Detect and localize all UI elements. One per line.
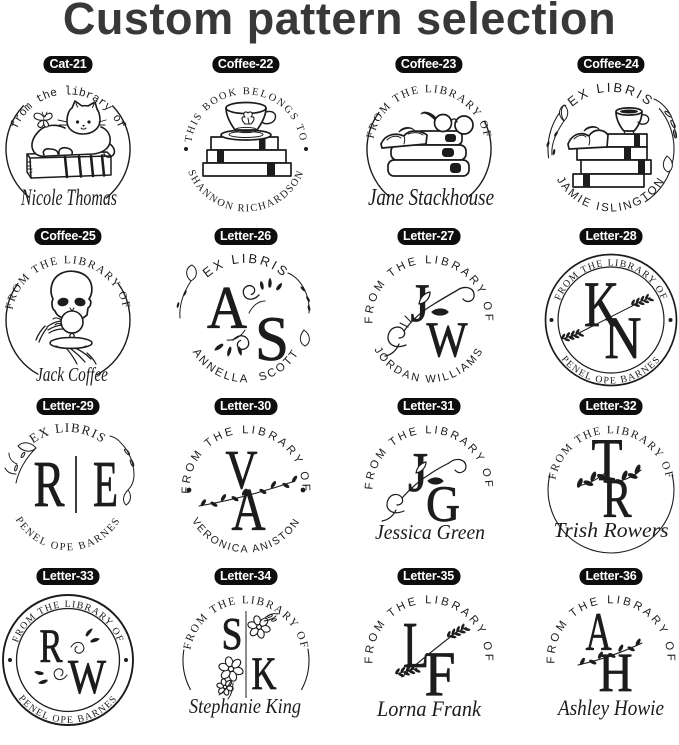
svg-text:S: S [255,303,289,374]
svg-text:EX LIBRIS: EX LIBRIS [565,80,658,110]
svg-text:Lorna Frank: Lorna Frank [376,696,482,721]
svg-text:Jessica Green: Jessica Green [375,520,485,544]
svg-text:FROM THE LIBRARY OF: FROM THE LIBRARY OF [10,599,125,644]
svg-text:Jane Stackhouse: Jane Stackhouse [368,185,494,211]
svg-text:W: W [68,649,107,704]
svg-text:K: K [251,648,276,700]
svg-text:Stephanie King: Stephanie King [189,694,301,718]
svg-text:Jack Coffee: Jack Coffee [36,364,108,386]
svg-text:S: S [221,608,242,659]
svg-text:R: R [34,448,65,521]
svg-text:F: F [424,638,455,709]
svg-text:Nicole Thomas: Nicole Thomas [20,185,117,210]
svg-text:K: K [584,269,619,341]
svg-text:Trish Rowers: Trish Rowers [554,518,669,542]
svg-text:G: G [426,477,460,533]
svg-text:N: N [605,305,642,371]
svg-text:W: W [426,311,468,367]
svg-text:R: R [40,620,63,673]
svg-text:Ashley Howie: Ashley Howie [556,695,664,720]
svg-text:A: A [231,477,265,543]
svg-text:E: E [93,448,118,521]
svg-text:H: H [599,642,633,703]
svg-text:A: A [586,602,612,662]
svg-text:V: V [225,439,257,500]
svg-text:EX LIBRIS: EX LIBRIS [26,420,109,446]
svg-text:A: A [207,275,247,341]
